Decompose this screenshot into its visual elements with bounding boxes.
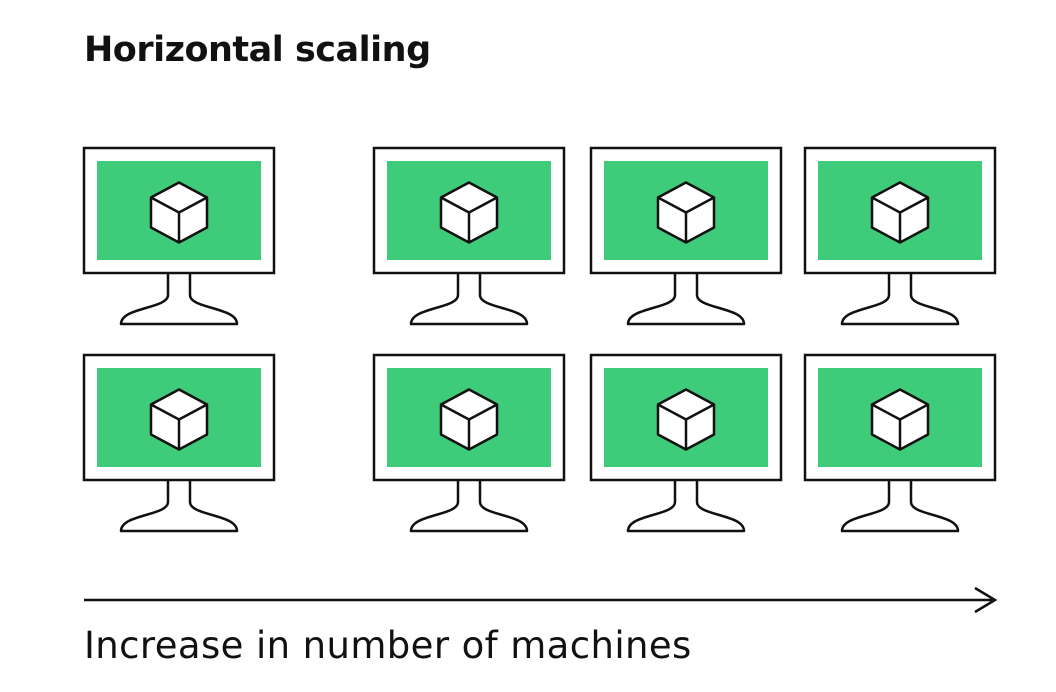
monitor-stand bbox=[626, 273, 746, 326]
machine-monitor-icon bbox=[372, 353, 566, 533]
monitor-stand bbox=[840, 480, 960, 533]
machine-monitor-icon bbox=[803, 146, 997, 326]
monitor-stand bbox=[840, 273, 960, 326]
cube-icon bbox=[656, 388, 716, 451]
arrow-head-icon bbox=[974, 586, 998, 614]
growth-arrow bbox=[84, 586, 998, 614]
machine-monitor-icon bbox=[82, 146, 276, 326]
monitor-stand bbox=[626, 480, 746, 533]
cube-icon bbox=[439, 181, 499, 244]
machine-grid bbox=[82, 146, 997, 533]
cube-icon bbox=[149, 388, 209, 451]
machine-monitor-icon bbox=[589, 146, 783, 326]
cube-icon bbox=[870, 388, 930, 451]
cube-icon bbox=[439, 388, 499, 451]
machine-monitor-icon bbox=[82, 353, 276, 533]
machine-monitor-icon bbox=[372, 146, 566, 326]
monitor-stand bbox=[409, 273, 529, 326]
cube-icon bbox=[870, 181, 930, 244]
axis-label: Increase in number of machines bbox=[84, 624, 692, 667]
machine-monitor-icon bbox=[803, 353, 997, 533]
monitor-stand bbox=[409, 480, 529, 533]
machine-monitor-icon bbox=[589, 353, 783, 533]
cube-icon bbox=[149, 181, 209, 244]
monitor-stand bbox=[119, 273, 239, 326]
diagram-title: Horizontal scaling bbox=[84, 30, 431, 70]
cube-icon bbox=[656, 181, 716, 244]
monitor-stand bbox=[119, 480, 239, 533]
